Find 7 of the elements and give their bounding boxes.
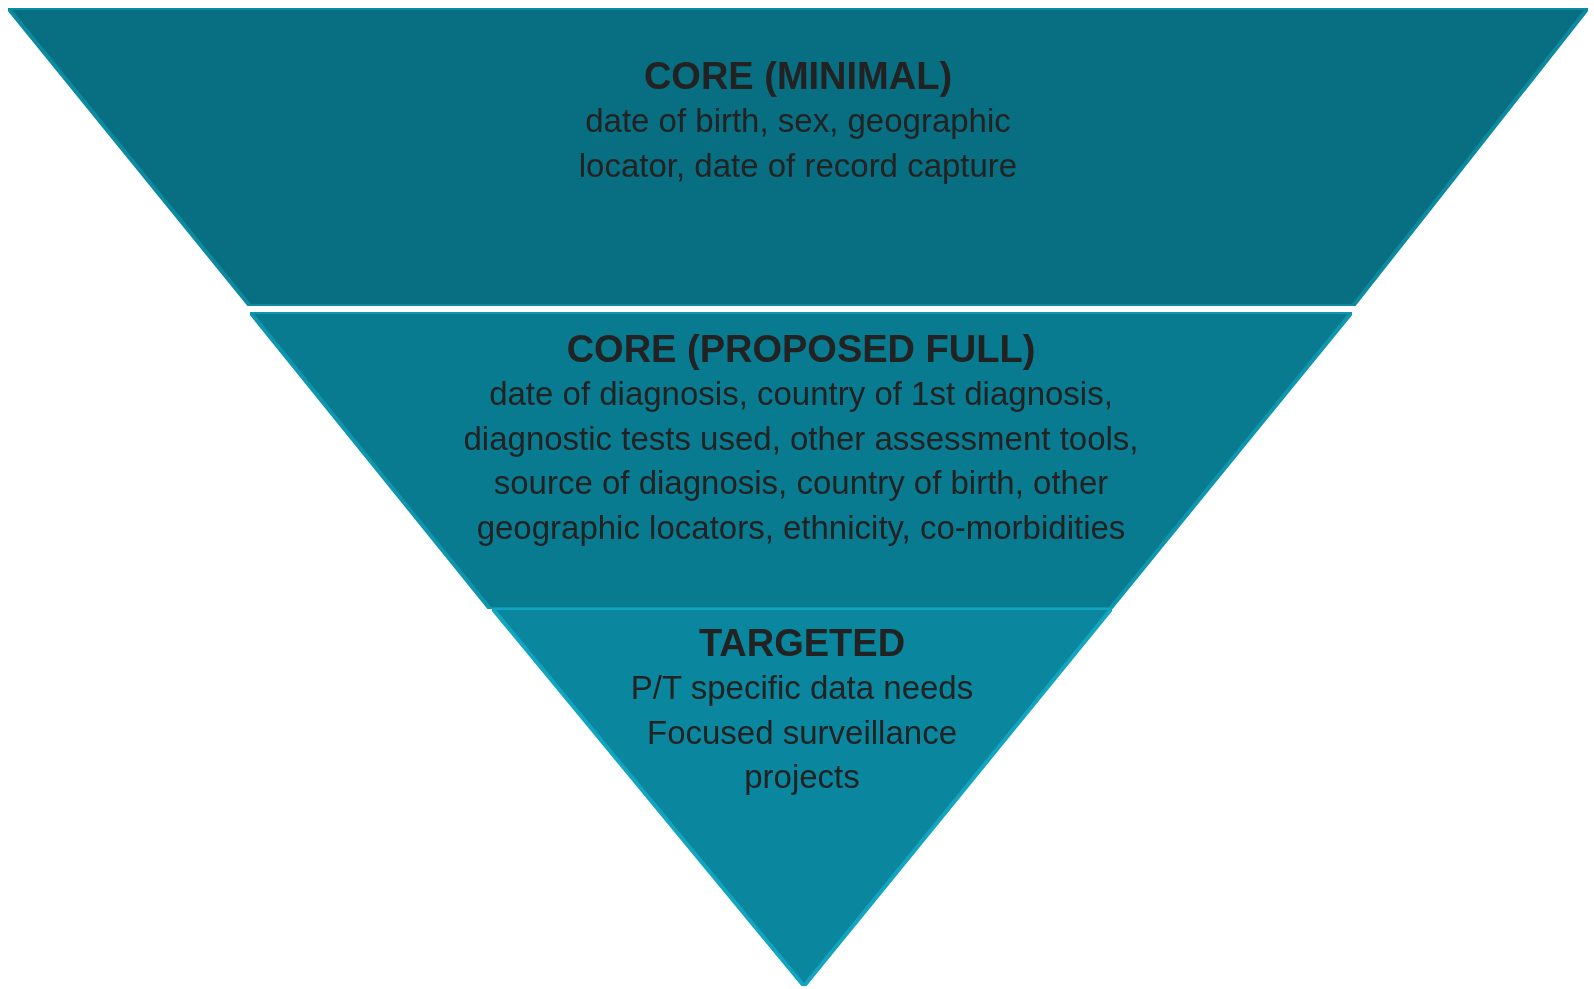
band-text: date of birth, sex, geographic locator, date of record capture [577, 101, 1019, 186]
band-text: Focused surveillance projects [646, 712, 958, 797]
band-heading: CORE (PROPOSED FULL) [566, 327, 1036, 372]
band-heading: CORE (MINIMAL) [643, 54, 953, 99]
band-text: date of diagnosis, country of 1st diagnosis, diagnostic tests used, other assessment tools, source of diagnosis, country of birth, other geographic locators, ethnicity, co-morbidities [462, 374, 1140, 548]
band-heading: TARGETED [698, 621, 906, 666]
band-text: P/T specific data needs [629, 668, 975, 708]
